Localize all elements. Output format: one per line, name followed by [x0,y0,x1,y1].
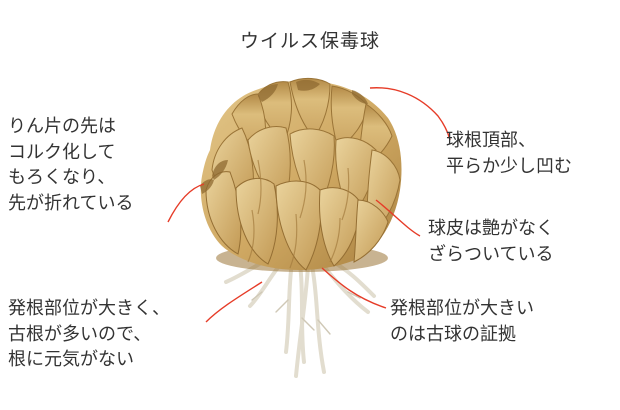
note-roots-weak: 発根部位が大きく、 古根が多いので、 根に元気がない [8,298,170,371]
leader-lines [167,87,451,323]
note-old-bulb: 発根部位が大きい のは古球の証拠 [390,298,534,345]
leader-line-scales [167,183,205,223]
note-bulb-top: 球根頂部、 平らか少し凹む [446,130,572,177]
leader-line-roots-right [321,267,387,309]
leader-line-roots-left [205,281,263,323]
leader-line-skin [375,199,421,237]
note-scales-cork: りん片の先は コルク化して もろくなり、 先が折れている [8,116,134,214]
figure-title: ウイルス保毒球 [239,30,380,52]
roots [224,256,376,378]
leader-line-top [369,87,451,141]
note-bulb-skin: 球皮は艶がなく ざらついている [428,218,554,265]
